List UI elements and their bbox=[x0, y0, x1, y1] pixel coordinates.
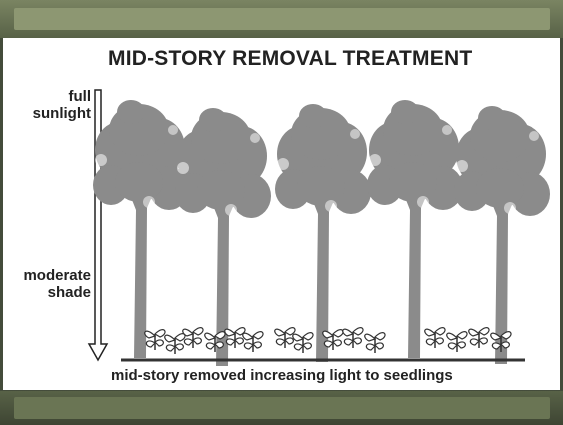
tree-icon bbox=[367, 100, 463, 358]
diagram-caption: mid-story removed increasing light to se… bbox=[111, 367, 551, 384]
seedling-icon bbox=[365, 333, 385, 353]
diagram-drawing bbox=[3, 38, 560, 390]
tree-icon bbox=[93, 100, 189, 358]
seedling-icon bbox=[243, 332, 263, 352]
seedling-icon bbox=[145, 330, 165, 350]
seedling-icon bbox=[183, 328, 203, 348]
seedling-icon bbox=[469, 328, 489, 348]
seedling-icon bbox=[343, 328, 363, 348]
slide-frame-band bbox=[14, 397, 550, 419]
tree-icon bbox=[275, 104, 371, 362]
slide-frame-tab bbox=[14, 8, 550, 30]
tree-icon bbox=[454, 106, 550, 364]
slide-frame-top bbox=[0, 0, 563, 38]
seedling-icon bbox=[425, 328, 445, 348]
seedling-icon bbox=[447, 332, 467, 352]
seedling-icon bbox=[275, 328, 295, 348]
seedling-icon bbox=[293, 333, 313, 353]
diagram-panel: MID-STORY REMOVAL TREATMENT full sunligh… bbox=[3, 38, 560, 390]
seedling-icon bbox=[165, 334, 185, 354]
tree-icon bbox=[175, 108, 271, 366]
